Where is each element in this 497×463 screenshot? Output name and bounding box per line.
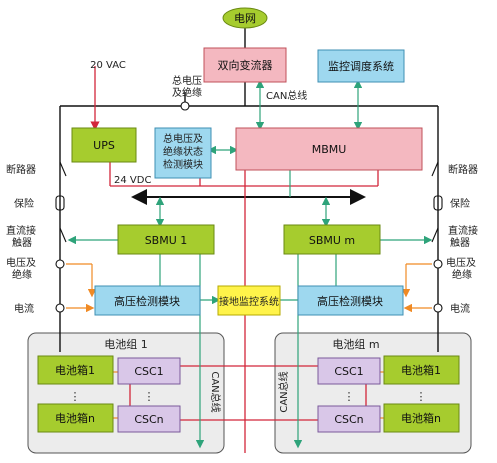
bus-voltage-sensor xyxy=(180,101,190,111)
ground-monitor-label: 接地监控系统 xyxy=(219,295,279,308)
fuse-left xyxy=(55,195,65,211)
csc-right-n-label: CSCn xyxy=(334,413,363,426)
contactor-label-left-2: 触器 xyxy=(12,236,32,249)
ellipsis-right-pack: ⋮ xyxy=(416,390,427,403)
sbmu-1-box xyxy=(117,224,215,255)
breaker-label-right: 断路器 xyxy=(448,163,478,176)
volt-label-left-2: 绝缘 xyxy=(12,268,32,281)
ups-box xyxy=(71,127,137,163)
bus-voltage-label-bottom: 及绝缘 xyxy=(172,86,202,99)
breaker-label-left: 断路器 xyxy=(6,163,36,176)
current-sensor-left xyxy=(55,303,65,313)
csc-left-n xyxy=(117,405,181,433)
bus-detect-box xyxy=(154,127,212,179)
csc-right-n xyxy=(317,405,381,433)
sbmu-m-box xyxy=(283,224,381,255)
hv-detect-box-left xyxy=(94,285,201,316)
battery-group-title-right: 电池组 m xyxy=(332,337,379,351)
csc-left-1 xyxy=(117,357,181,385)
csc-left-1-label: CSC1 xyxy=(134,365,163,378)
sbmu-1-label: SBMU 1 xyxy=(145,234,188,247)
ellipsis-left-pack: ⋮ xyxy=(70,390,81,403)
hv-detect-box-right xyxy=(297,285,404,316)
converter-label: 双向变流器 xyxy=(218,58,273,72)
dispatch-label: 监控调度系统 xyxy=(328,59,394,73)
hv-detect-label-right: 高压检测模块 xyxy=(317,294,383,308)
battery-pack-right-1-label: 电池箱1 xyxy=(401,363,441,377)
hv-detect-label-left: 高压检测模块 xyxy=(114,294,180,308)
can-bus-vertical-right: CAN总线 xyxy=(277,371,290,412)
can-bus-vertical-left: CAN总线 xyxy=(209,371,222,412)
csc-right-1 xyxy=(317,357,381,385)
volt-label-right-2: 绝缘 xyxy=(452,268,472,281)
current-label-right: 电流 xyxy=(450,302,470,315)
fuse-label-right: 保险 xyxy=(450,197,470,210)
battery-pack-right-n xyxy=(383,403,460,433)
vdc-label: 24 VDC xyxy=(114,175,151,186)
current-label-left: 电流 xyxy=(14,302,34,315)
voltage-sensor-left xyxy=(55,259,65,269)
battery-pack-left-1-label: 电池箱1 xyxy=(55,363,95,377)
contactor-label-right-2: 触器 xyxy=(450,236,470,249)
battery-pack-left-1 xyxy=(37,355,114,385)
bus-voltage-label-top: 总电压 xyxy=(172,74,202,87)
battery-pack-left-n xyxy=(37,403,114,433)
breaker-switch-right xyxy=(431,161,439,177)
fuse-right xyxy=(433,195,443,211)
grid-label: 电网 xyxy=(234,12,256,25)
contactor-label-left-1: 直流接 xyxy=(6,224,36,237)
mbmu-label: MBMU xyxy=(312,143,347,156)
bus-detect-label-1: 总电压及 xyxy=(163,132,203,145)
bus-detect-label-2: 绝缘状态 xyxy=(163,145,203,158)
battery-pack-right-n-label: 电池箱n xyxy=(401,411,441,425)
battery-pack-left-n-label: 电池箱n xyxy=(55,411,95,425)
ground-monitor-box xyxy=(217,285,281,316)
current-sensor-right xyxy=(433,303,443,313)
breaker-switch-left xyxy=(59,161,67,177)
contactor-label-right-1: 直流接 xyxy=(448,224,478,237)
battery-group-panel-right xyxy=(274,332,472,454)
vac-label: 20 VAC xyxy=(90,60,126,71)
mbmu-box xyxy=(235,127,423,171)
fuse-label-left: 保险 xyxy=(14,197,34,210)
ups-label: UPS xyxy=(93,139,115,152)
can-bus-label-top: CAN总线 xyxy=(266,89,307,102)
ellipsis-left-csc: ⋮ xyxy=(144,390,155,403)
volt-label-left-1: 电压及 xyxy=(6,256,36,269)
battery-group-panel-left xyxy=(27,332,225,454)
csc-left-n-label: CSCn xyxy=(134,413,163,426)
battery-pack-right-1 xyxy=(383,355,460,385)
grid-node xyxy=(222,7,268,29)
dispatch-box xyxy=(317,49,405,83)
contactor-switch-left xyxy=(59,227,67,243)
voltage-sensor-right xyxy=(433,259,443,269)
contactor-switch-right xyxy=(431,227,439,243)
battery-group-title-left: 电池组 1 xyxy=(104,337,148,351)
sbmu-m-label: SBMU m xyxy=(309,234,355,247)
converter-box xyxy=(203,47,287,83)
csc-right-1-label: CSC1 xyxy=(334,365,363,378)
bus-detect-label-3: 检测模块 xyxy=(163,158,203,171)
ellipsis-right-csc: ⋮ xyxy=(344,390,355,403)
volt-label-right-1: 电压及 xyxy=(446,256,476,269)
